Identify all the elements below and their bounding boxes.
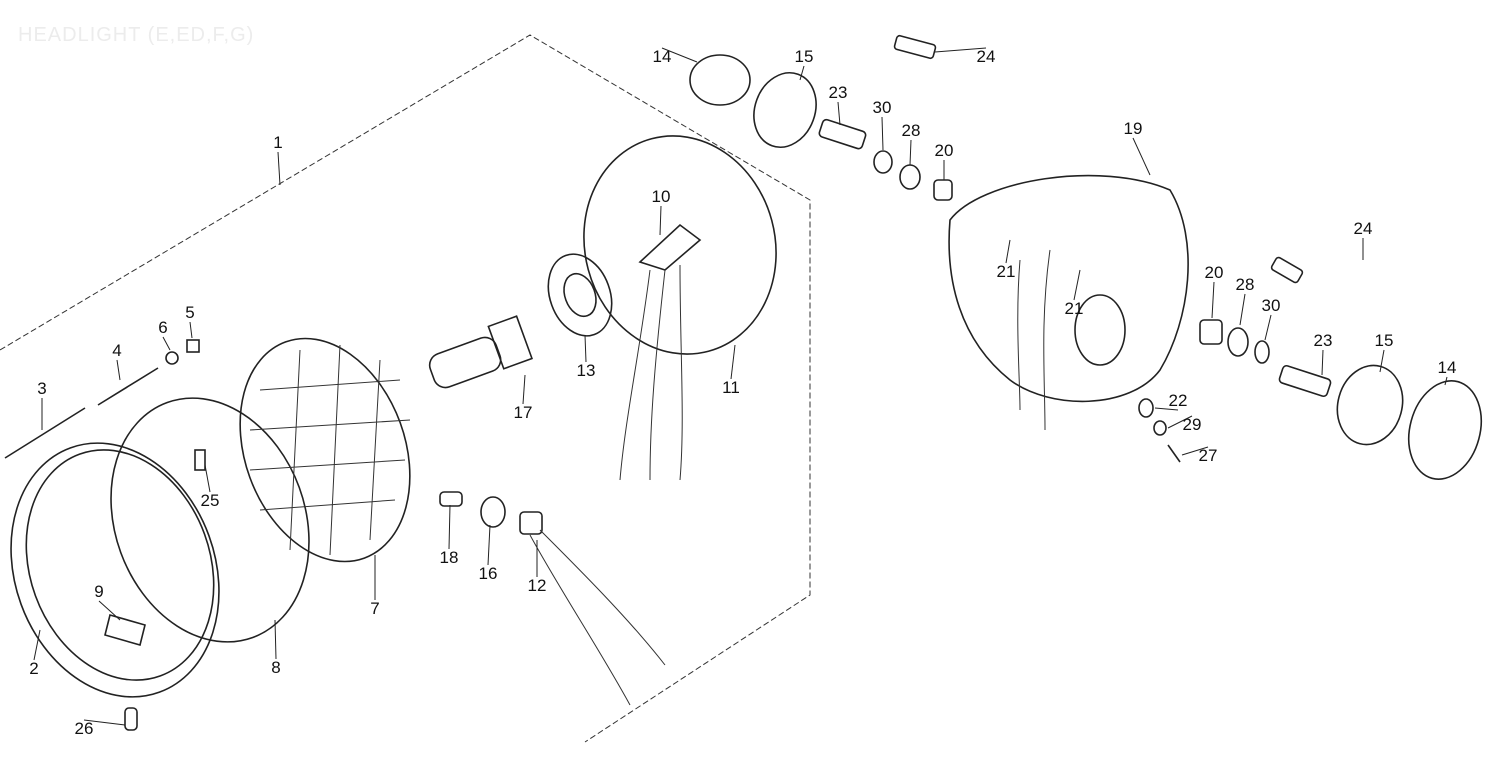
part-callout-24: 24	[1354, 219, 1373, 238]
part-callout-29: 29	[1183, 415, 1202, 434]
leader-line	[1132, 137, 1151, 176]
part-callout-4: 4	[112, 341, 121, 360]
side-mount-left	[689, 34, 953, 201]
part-callout-12: 12	[528, 576, 547, 595]
headlight-rim	[10, 442, 220, 698]
leader-line	[1005, 239, 1011, 264]
leader-line	[522, 374, 526, 405]
leader-line	[730, 344, 736, 380]
leader-line	[659, 205, 662, 236]
leader-line	[162, 336, 171, 351]
leader-line	[837, 101, 841, 126]
leader-line	[909, 139, 912, 166]
leader-line	[487, 524, 491, 566]
part-callout-16: 16	[479, 564, 498, 583]
part-callout-30: 30	[873, 98, 892, 117]
part-callout-15: 15	[1375, 331, 1394, 350]
part-callout-21: 21	[1065, 299, 1084, 318]
leader-line	[1264, 314, 1272, 341]
leader-line	[661, 47, 698, 63]
part-callout-2: 2	[29, 659, 38, 678]
leader-line	[189, 321, 193, 339]
leader-line	[881, 116, 884, 151]
part-callout-28: 28	[1236, 275, 1255, 294]
leader-line	[1073, 269, 1081, 301]
part-callout-20: 20	[935, 141, 954, 160]
leader-line	[1181, 446, 1209, 456]
part-callout-14: 14	[653, 47, 672, 66]
bulb	[428, 315, 533, 389]
leader-line	[448, 504, 451, 550]
leader-line	[204, 464, 211, 493]
part-callout-22: 22	[1169, 391, 1188, 410]
small-parts	[4, 339, 1181, 731]
part-callout-28: 28	[902, 121, 921, 140]
part-callout-17: 17	[514, 403, 533, 422]
part-callout-30: 30	[1262, 296, 1281, 315]
leader-line	[116, 359, 121, 381]
diagram-title: HEADLIGHT (E,ED,F,G)	[18, 24, 255, 46]
part-callout-13: 13	[577, 361, 596, 380]
leader-line	[1167, 415, 1193, 429]
headlight-case	[583, 135, 777, 481]
part-callout-14: 14	[1438, 358, 1457, 377]
part-callout-24: 24	[977, 47, 996, 66]
leader-line	[934, 47, 987, 53]
leader-line	[1239, 293, 1246, 326]
rim-ring	[110, 397, 310, 643]
part-callout-21: 21	[997, 262, 1016, 281]
leader-line	[83, 719, 126, 726]
part-callout-25: 25	[201, 491, 220, 510]
leader-line	[277, 151, 281, 186]
part-callout-15: 15	[795, 47, 814, 66]
part-callout-26: 26	[75, 719, 94, 738]
part-callout-1: 1	[273, 133, 282, 152]
leader-line	[98, 600, 121, 621]
part-callout-18: 18	[440, 548, 459, 567]
part-callout-6: 6	[158, 318, 167, 337]
leader-line	[1321, 349, 1324, 376]
part-callout-27: 27	[1199, 446, 1218, 465]
part-callout-10: 10	[652, 187, 671, 206]
sealed-beam-lens	[239, 337, 411, 563]
part-callout-5: 5	[185, 303, 194, 322]
leader-line	[1211, 281, 1215, 319]
leader-line	[33, 629, 41, 661]
part-callout-23: 23	[829, 83, 848, 102]
bulb-socket	[547, 253, 613, 337]
part-callout-3: 3	[37, 379, 46, 398]
part-callout-8: 8	[271, 658, 280, 677]
leader-line	[274, 619, 277, 660]
leader-line	[1154, 407, 1179, 411]
leader-line	[1444, 376, 1448, 386]
assembly-boundary	[0, 34, 811, 743]
part-callout-11: 11	[722, 378, 740, 397]
part-callout-23: 23	[1314, 331, 1333, 350]
leader-line	[1379, 349, 1385, 373]
part-callout-7: 7	[370, 599, 379, 618]
part-callout-20: 20	[1205, 263, 1224, 282]
part-callout-9: 9	[94, 582, 103, 601]
leader-line	[584, 334, 587, 363]
headlight-shell	[948, 174, 1189, 431]
leader-line	[799, 65, 805, 81]
side-mount-right	[1199, 256, 1482, 480]
part-callout-19: 19	[1124, 119, 1143, 138]
